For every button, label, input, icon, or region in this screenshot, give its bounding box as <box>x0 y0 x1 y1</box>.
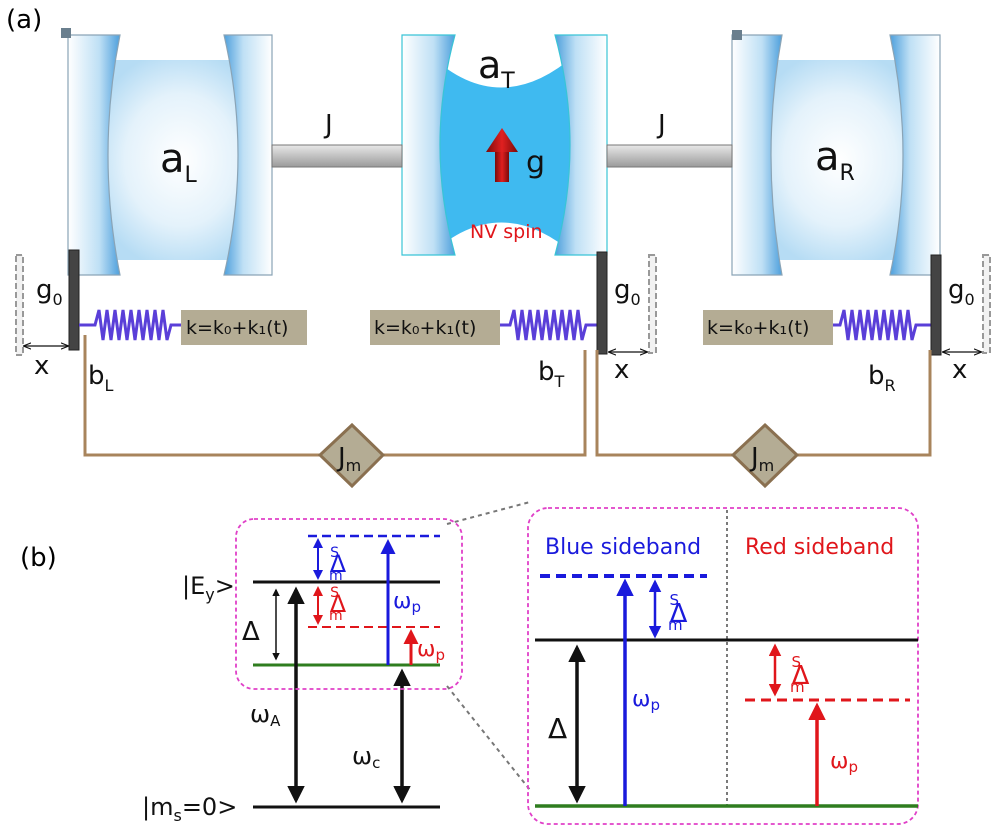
zoom-blue-pump-label: ωp <box>632 687 660 714</box>
displacement-x-middle: x <box>614 355 629 385</box>
left-cavity: aL <box>61 28 273 276</box>
phonon-coupling-Jm-right: Jm <box>749 443 774 475</box>
spin-coupling-g: g <box>526 145 545 180</box>
phonon-wire-left <box>83 335 587 457</box>
cavity-label-aT: aT <box>478 43 515 94</box>
photon-coupling-J-left: J <box>323 110 333 140</box>
right-cavity: aR <box>731 30 941 276</box>
panel-label-b: (b) <box>20 543 57 573</box>
equilibrium-mirror-dashed <box>15 254 24 356</box>
mech-mode-bL: bL <box>88 361 114 395</box>
blue-pump-label: ωp <box>393 589 421 616</box>
right-cavity-right-mirror <box>889 34 941 276</box>
cavity-label-aL: aL <box>160 136 198 188</box>
spring-constant-box-right <box>703 310 833 345</box>
displacement-x-right: x <box>952 355 967 385</box>
equilibrium-mirror-dashed <box>982 254 991 354</box>
spring-middle <box>500 309 597 341</box>
phonon-coupling-Jm-left: Jm <box>336 443 361 475</box>
spring-right <box>833 309 931 341</box>
equilibrium-mirror-dashed <box>648 254 657 354</box>
ground-state-label: |ms=0> <box>142 793 237 825</box>
spring-constant-box-left <box>181 310 307 345</box>
middle-mechanical: k=k₀+k₁(t) g0 x bT <box>370 251 657 391</box>
middle-cavity-right-mirror <box>554 34 608 256</box>
nv-spin-label: NV spin <box>470 221 543 243</box>
sideband-panel-box <box>527 507 919 825</box>
optomech-g0-middle: g0 <box>614 275 641 309</box>
left-cavity-left-mirror <box>67 34 121 276</box>
movable-mirror-middle <box>596 251 608 355</box>
nv-spin-arrow-icon <box>486 128 518 182</box>
zoom-connector-top <box>446 501 531 525</box>
spring-constant-label-middle: k=k₀+k₁(t) <box>374 317 476 339</box>
zoom-red-pump-label: ωp <box>830 749 858 776</box>
zoom-region-box <box>235 518 463 690</box>
right-cavity-left-mirror <box>731 34 783 276</box>
middle-cavity: aT g NV spin <box>401 34 608 256</box>
mech-mode-bT: bT <box>538 357 565 391</box>
spring-constant-label-right: k=k₀+k₁(t) <box>707 317 809 339</box>
photon-coupling-J-right: J <box>656 110 666 140</box>
right-mechanical: k=k₀+k₁(t) g0 x bR <box>703 254 991 395</box>
optomech-g0-right: g0 <box>948 275 975 309</box>
phonon-coupler-right <box>730 422 800 489</box>
mount-square-icon <box>732 30 742 40</box>
cavity-label-aR: aR <box>815 134 855 186</box>
zoom-connector-bottom <box>446 685 531 791</box>
zoom-delta-label: Δ <box>548 712 567 745</box>
optomech-g0-left: g0 <box>36 275 63 309</box>
red-sideband-title: Red sideband <box>745 535 894 560</box>
spring-constant-label-left: k=k₀+k₁(t) <box>186 317 288 339</box>
spring-constant-box-middle <box>370 310 500 345</box>
mount-square-icon <box>61 28 71 38</box>
left-mechanical: g0 x k=k₀+k₁(t) bL <box>15 249 307 395</box>
movable-mirror-right <box>930 254 942 356</box>
panel-label-a: (a) <box>6 5 42 35</box>
omega-c-label: ωc <box>352 742 380 772</box>
red-pump-label: ωp <box>417 637 445 664</box>
blue-sideband-title: Blue sideband <box>545 535 701 560</box>
phonon-coupler-left <box>317 422 386 489</box>
movable-mirror-left <box>68 249 80 351</box>
middle-cavity-left-mirror <box>401 34 456 256</box>
phonon-wire-right <box>595 350 932 457</box>
delta-label: Δ <box>242 617 260 647</box>
omega-A-label: ωA <box>250 700 281 730</box>
displacement-x-left: x <box>34 351 49 381</box>
photon-coupling-rod-right <box>606 144 733 168</box>
spring-left <box>79 309 181 341</box>
left-cavity-right-mirror <box>223 34 273 276</box>
excited-state-label: |Ey> <box>182 572 235 604</box>
photon-coupling-rod-left <box>271 144 403 168</box>
mech-mode-bR: bR <box>868 361 896 395</box>
